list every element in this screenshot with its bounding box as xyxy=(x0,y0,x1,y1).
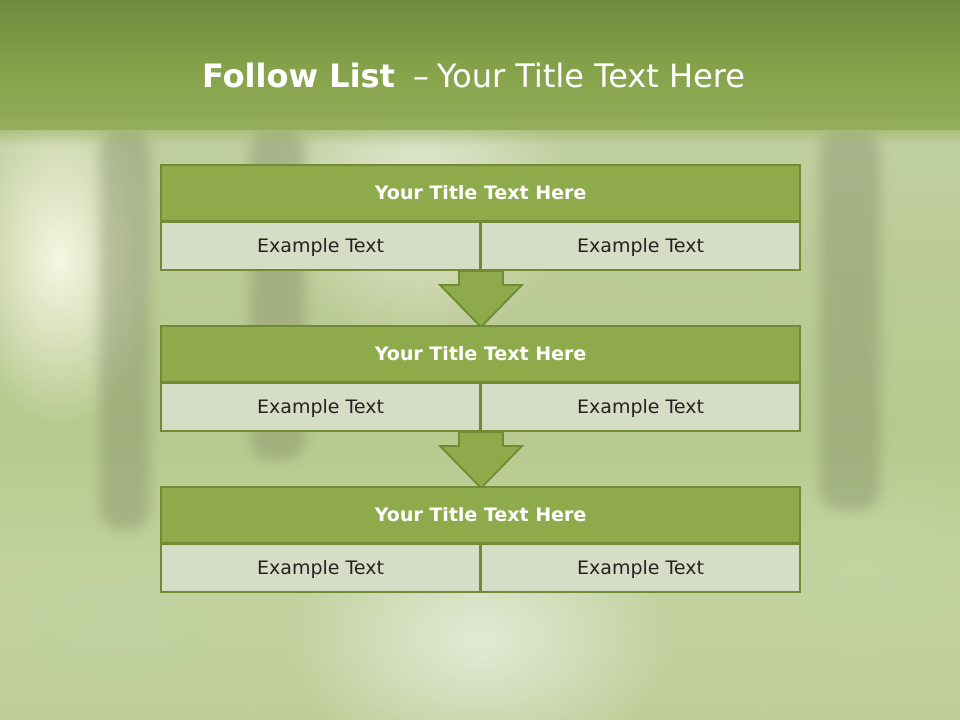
step-cell-left: Example Text xyxy=(160,382,481,432)
step-block-3: Your Title Text Here Example Text Exampl… xyxy=(160,486,801,594)
step-title: Your Title Text Here xyxy=(160,164,801,222)
step-cell-left: Example Text xyxy=(160,543,481,593)
step-title: Your Title Text Here xyxy=(160,486,801,544)
title-bold: Follow List xyxy=(202,57,395,95)
step-cell-right: Example Text xyxy=(480,543,801,593)
background-tree xyxy=(820,130,880,510)
step-cell-left: Example Text xyxy=(160,221,481,271)
title-bar xyxy=(0,0,960,130)
down-arrow-icon xyxy=(438,271,524,329)
slide-title: Follow List–Your Title Text Here xyxy=(202,56,745,96)
step-cell-right: Example Text xyxy=(480,382,801,432)
step-block-2: Your Title Text Here Example Text Exampl… xyxy=(160,325,801,433)
step-block-1: Your Title Text Here Example Text Exampl… xyxy=(160,164,801,272)
step-cell-right: Example Text xyxy=(480,221,801,271)
title-separator: – xyxy=(412,57,429,95)
background-tree xyxy=(100,130,150,530)
title-bar-fade xyxy=(0,118,960,146)
title-rest: Your Title Text Here xyxy=(436,57,745,95)
down-arrow-icon xyxy=(438,432,524,490)
step-title: Your Title Text Here xyxy=(160,325,801,383)
